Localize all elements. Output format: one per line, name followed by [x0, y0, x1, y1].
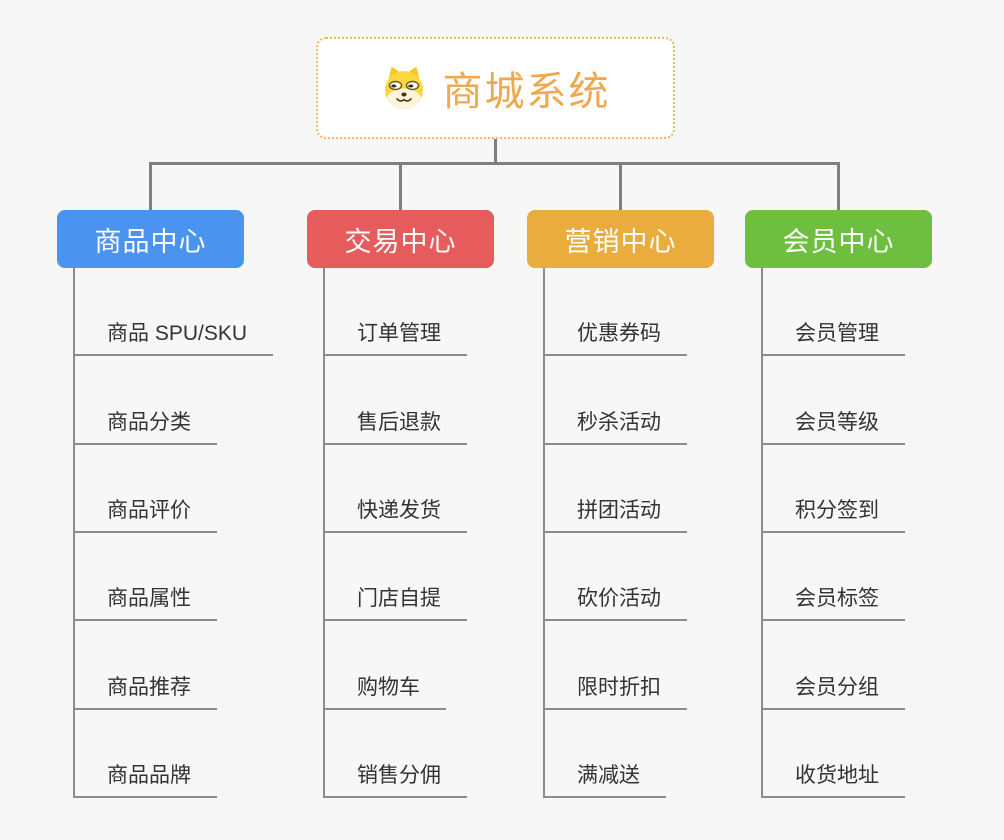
- branch-spine-2: [323, 268, 325, 798]
- branch-header-2[interactable]: 交易中心: [307, 210, 494, 268]
- connector-branch-stem-4: [837, 162, 840, 210]
- child-topic[interactable]: 秒杀活动: [543, 356, 687, 445]
- child-topic[interactable]: 优惠券码: [543, 268, 687, 357]
- child-topic[interactable]: 商品属性: [73, 533, 217, 622]
- connector-branch-stem-1: [149, 162, 152, 210]
- doge-icon: [381, 66, 427, 110]
- branch-spine-1: [73, 268, 75, 798]
- connector-root-stem: [493, 139, 497, 165]
- child-topic[interactable]: 商品 SPU/SKU: [73, 268, 274, 357]
- branch-header-1[interactable]: 商品中心: [57, 210, 244, 268]
- child-topic[interactable]: 会员等级: [761, 356, 905, 445]
- child-topic[interactable]: 订单管理: [323, 268, 467, 357]
- connector-bus: [149, 162, 840, 165]
- child-topic[interactable]: 会员管理: [761, 268, 905, 357]
- root-node[interactable]: 商城系统: [316, 37, 675, 139]
- branch-children-4: 会员管理会员等级积分签到会员标签会员分组收货地址: [761, 268, 905, 798]
- branch-header-4[interactable]: 会员中心: [745, 210, 932, 268]
- child-topic[interactable]: 积分签到: [761, 445, 905, 533]
- connector-branch-stem-2: [399, 162, 402, 210]
- child-topic[interactable]: 会员分组: [761, 621, 905, 710]
- child-topic[interactable]: 拼团活动: [543, 445, 687, 533]
- child-topic[interactable]: 商品推荐: [73, 621, 217, 710]
- child-topic[interactable]: 商品评价: [73, 445, 217, 533]
- child-topic[interactable]: 售后退款: [323, 356, 467, 445]
- child-topic[interactable]: 门店自提: [323, 533, 467, 622]
- branch-children-2: 订单管理售后退款快递发货门店自提购物车销售分佣: [323, 268, 467, 798]
- child-topic[interactable]: 商品品牌: [73, 710, 217, 798]
- branch-spine-3: [543, 268, 545, 798]
- root-title: 商城系统: [442, 70, 611, 114]
- child-topic[interactable]: 销售分佣: [323, 710, 467, 798]
- branch-children-3: 优惠券码秒杀活动拼团活动砍价活动限时折扣满减送: [543, 268, 687, 798]
- branch-spine-4: [761, 268, 763, 798]
- child-topic[interactable]: 收货地址: [761, 710, 905, 798]
- connector-branch-stem-3: [619, 162, 622, 210]
- child-topic[interactable]: 限时折扣: [543, 621, 687, 710]
- child-topic[interactable]: 购物车: [323, 621, 446, 710]
- child-topic[interactable]: 商品分类: [73, 356, 217, 445]
- child-topic[interactable]: 满减送: [543, 710, 666, 798]
- branch-header-3[interactable]: 营销中心: [527, 210, 714, 268]
- child-topic[interactable]: 砍价活动: [543, 533, 687, 622]
- child-topic[interactable]: 会员标签: [761, 533, 905, 622]
- child-topic[interactable]: 快递发货: [323, 445, 467, 533]
